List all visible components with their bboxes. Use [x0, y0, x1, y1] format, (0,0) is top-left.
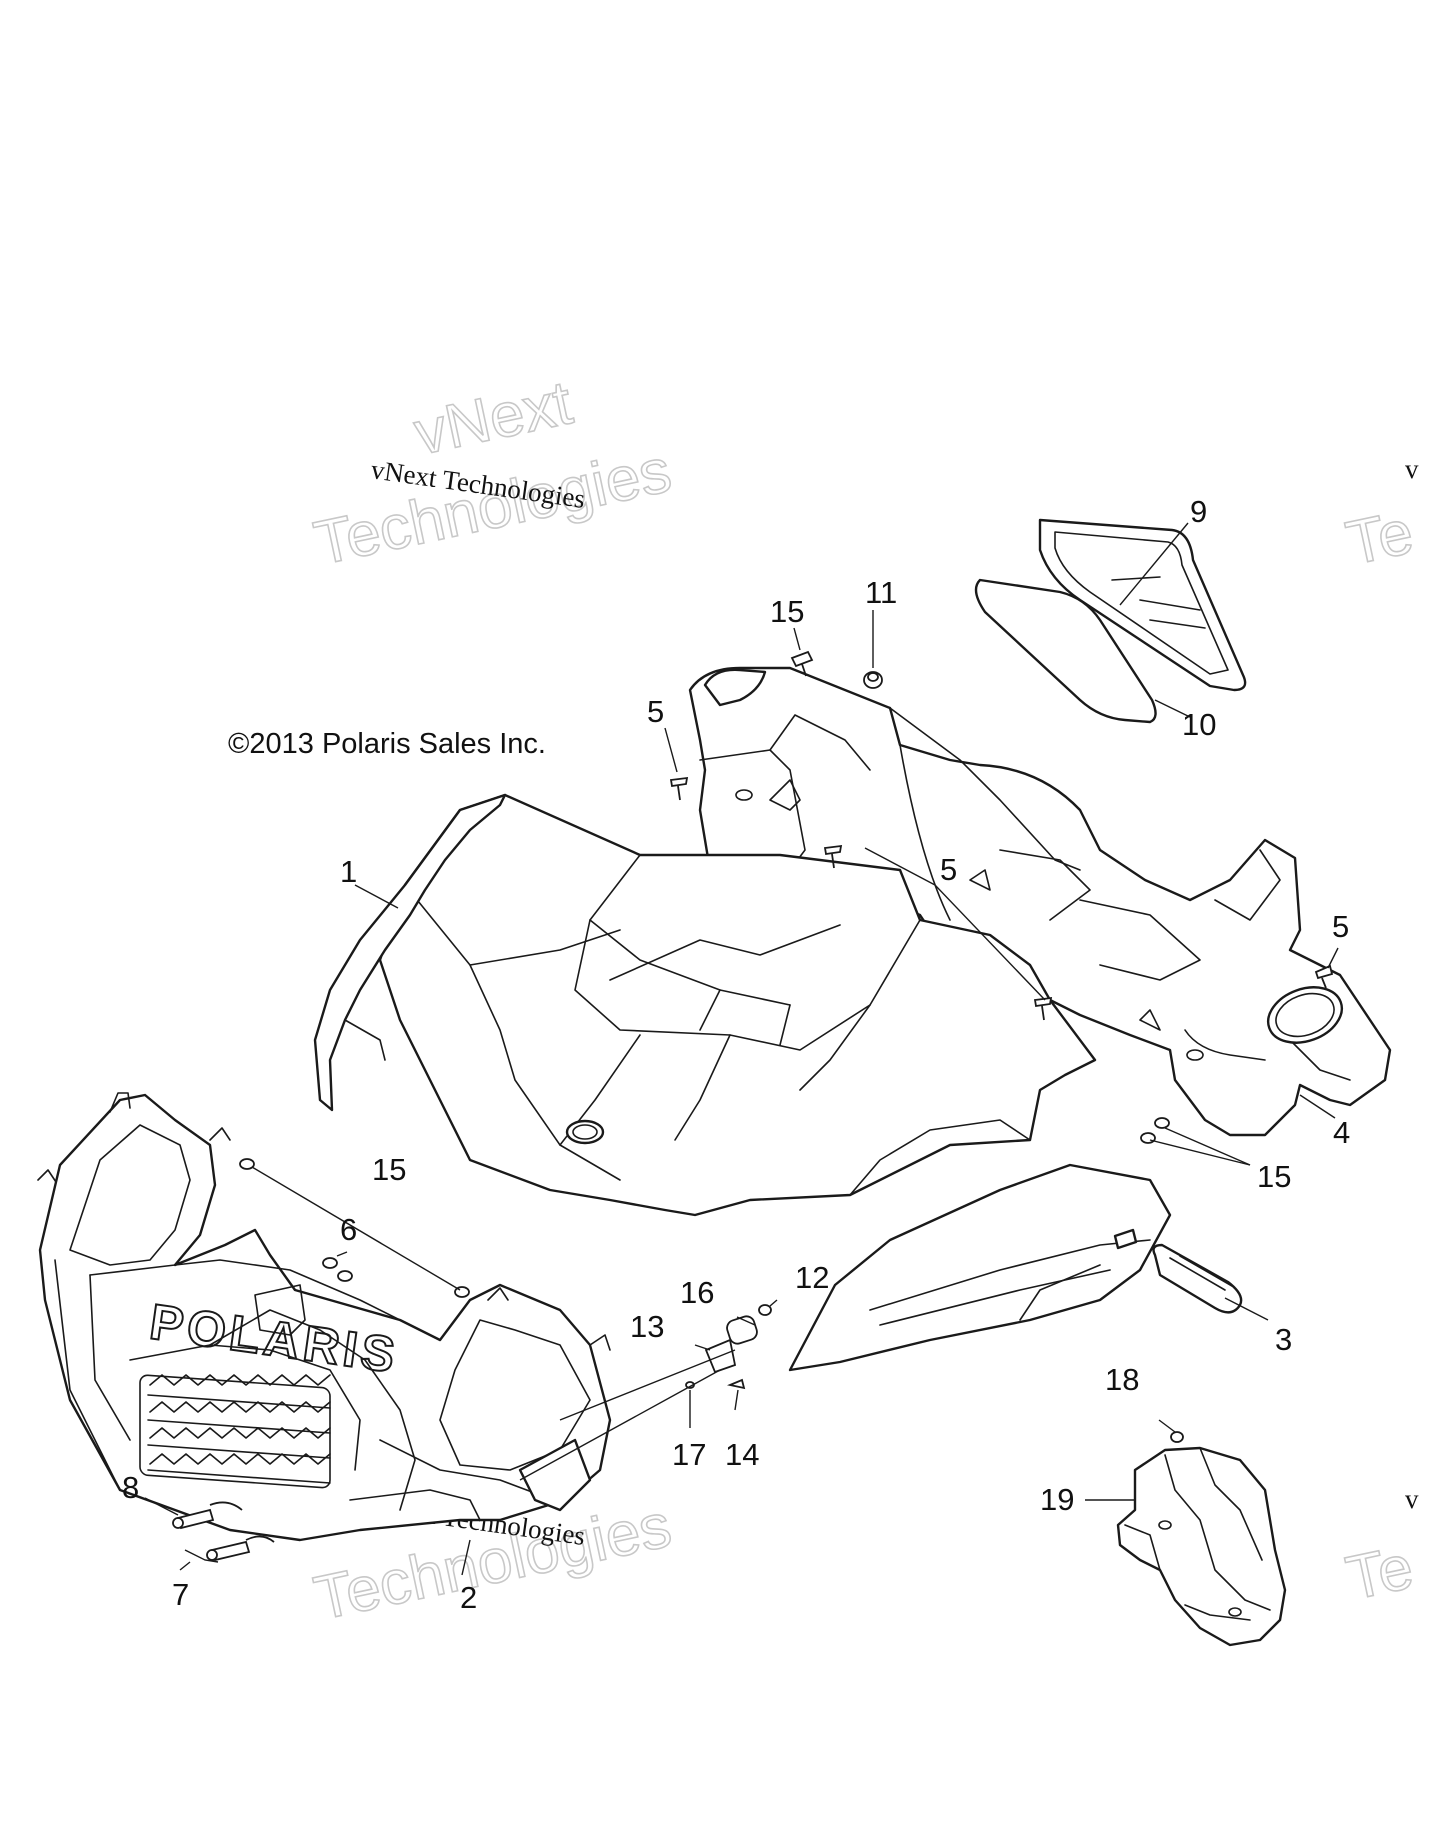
- leader-lines: [144, 522, 1339, 1576]
- copyright-notice: ©2013 Polaris Sales Inc.: [228, 728, 546, 760]
- callout-3: 3: [1275, 1322, 1292, 1357]
- part-9-bezel: [1038, 518, 1247, 692]
- part-hood-side-panel: [788, 1163, 1172, 1372]
- callout-15-top: 15: [770, 594, 804, 629]
- callout-16: 16: [680, 1275, 714, 1310]
- callout-14: 14: [725, 1437, 759, 1472]
- callout-6: 6: [340, 1212, 357, 1247]
- part-19-mudguard: [1116, 1446, 1287, 1647]
- watermark-edge-big-top: Te: [1341, 498, 1419, 579]
- callout-7: 7: [172, 1577, 189, 1612]
- callout-5-middle: 5: [940, 852, 957, 887]
- watermark-big-line-2: Technologies: [309, 436, 677, 579]
- callout-8: 8: [122, 1470, 139, 1505]
- watermark-edge-small-top: v: [1405, 454, 1419, 484]
- watermark-big-line-1: vNext: [409, 368, 578, 468]
- watermark-top: vNext Technologies vNext Technologies: [308, 367, 678, 579]
- callout-labels: 1 2 3 4 5 5 5 6 7 8 9 10 11 12 13 14 15 …: [122, 494, 1350, 1615]
- part-3-strap: [1152, 1243, 1243, 1314]
- callout-18: 18: [1105, 1362, 1139, 1397]
- watermark-edge-small-bottom: v: [1405, 1484, 1419, 1514]
- part-2-front-bumper: POLARIS: [37, 1092, 612, 1542]
- callout-19: 19: [1040, 1482, 1074, 1517]
- callout-5-right: 5: [1332, 909, 1349, 944]
- callout-13: 13: [630, 1309, 664, 1344]
- callout-12: 12: [795, 1260, 829, 1295]
- callout-17: 17: [672, 1437, 706, 1472]
- callout-5-top: 5: [647, 694, 664, 729]
- callout-15-right: 15: [1257, 1159, 1291, 1194]
- watermark-edge-big-bottom: Te: [1341, 1533, 1419, 1614]
- callout-15-bumper: 15: [372, 1152, 406, 1187]
- callout-1: 1: [340, 854, 357, 889]
- grille-mesh: [139, 1374, 331, 1489]
- part-10-lens: [974, 578, 1157, 724]
- callout-11: 11: [865, 575, 897, 610]
- callout-2: 2: [460, 1580, 477, 1615]
- part-4-dash-panel: [688, 666, 1392, 1137]
- callout-4: 4: [1333, 1115, 1350, 1150]
- callout-9: 9: [1190, 494, 1207, 529]
- callout-10: 10: [1182, 707, 1216, 742]
- watermark-edge-fragments: v Te v Te: [1340, 454, 1420, 1614]
- part-1-hood: [313, 793, 1097, 1217]
